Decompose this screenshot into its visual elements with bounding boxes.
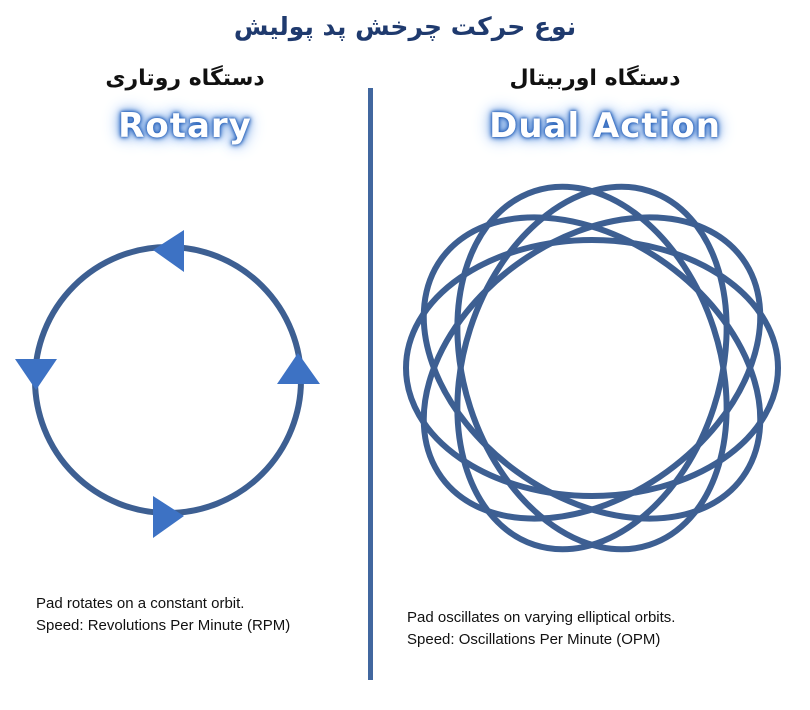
dual-action-caption-line2: Speed: Oscillations Per Minute (OPM) — [407, 631, 661, 648]
arrow-top-icon — [153, 230, 184, 272]
dual-action-orbits — [403, 183, 781, 553]
arrow-right-icon — [277, 353, 320, 384]
orbit-ellipse-1 — [403, 237, 781, 499]
dual-action-caption-line1: Pad oscillates on varying elliptical orb… — [407, 609, 676, 626]
arrow-left-icon — [15, 359, 57, 390]
dual-action-heading: Dual Action — [489, 106, 721, 146]
dual-action-caption: Pad oscillates on varying elliptical orb… — [407, 607, 675, 651]
rotary-heading: Rotary — [118, 106, 252, 146]
center-divider — [368, 88, 373, 680]
rotary-caption: Pad rotates on a constant orbit. Speed: … — [36, 593, 290, 637]
page-title: نوع حرکت چرخش پد پولیش — [233, 12, 577, 41]
rotary-caption-line2: Speed: Revolutions Per Minute (RPM) — [36, 617, 291, 634]
orbit-ellipse-5 — [420, 214, 764, 522]
rotary-caption-line1: Pad rotates on a constant orbit. — [36, 595, 245, 612]
dual-action-persian-heading: دستگاه اوربیتال — [509, 66, 681, 91]
orbit-ellipse-4 — [454, 183, 730, 553]
rotary-persian-heading: دستگاه روتاری — [105, 66, 265, 91]
rotary-orbit-circle — [32, 244, 304, 516]
orbit-ellipse-2 — [420, 214, 764, 522]
orbit-ellipse-3 — [454, 183, 730, 553]
arrow-bottom-icon — [153, 496, 184, 538]
